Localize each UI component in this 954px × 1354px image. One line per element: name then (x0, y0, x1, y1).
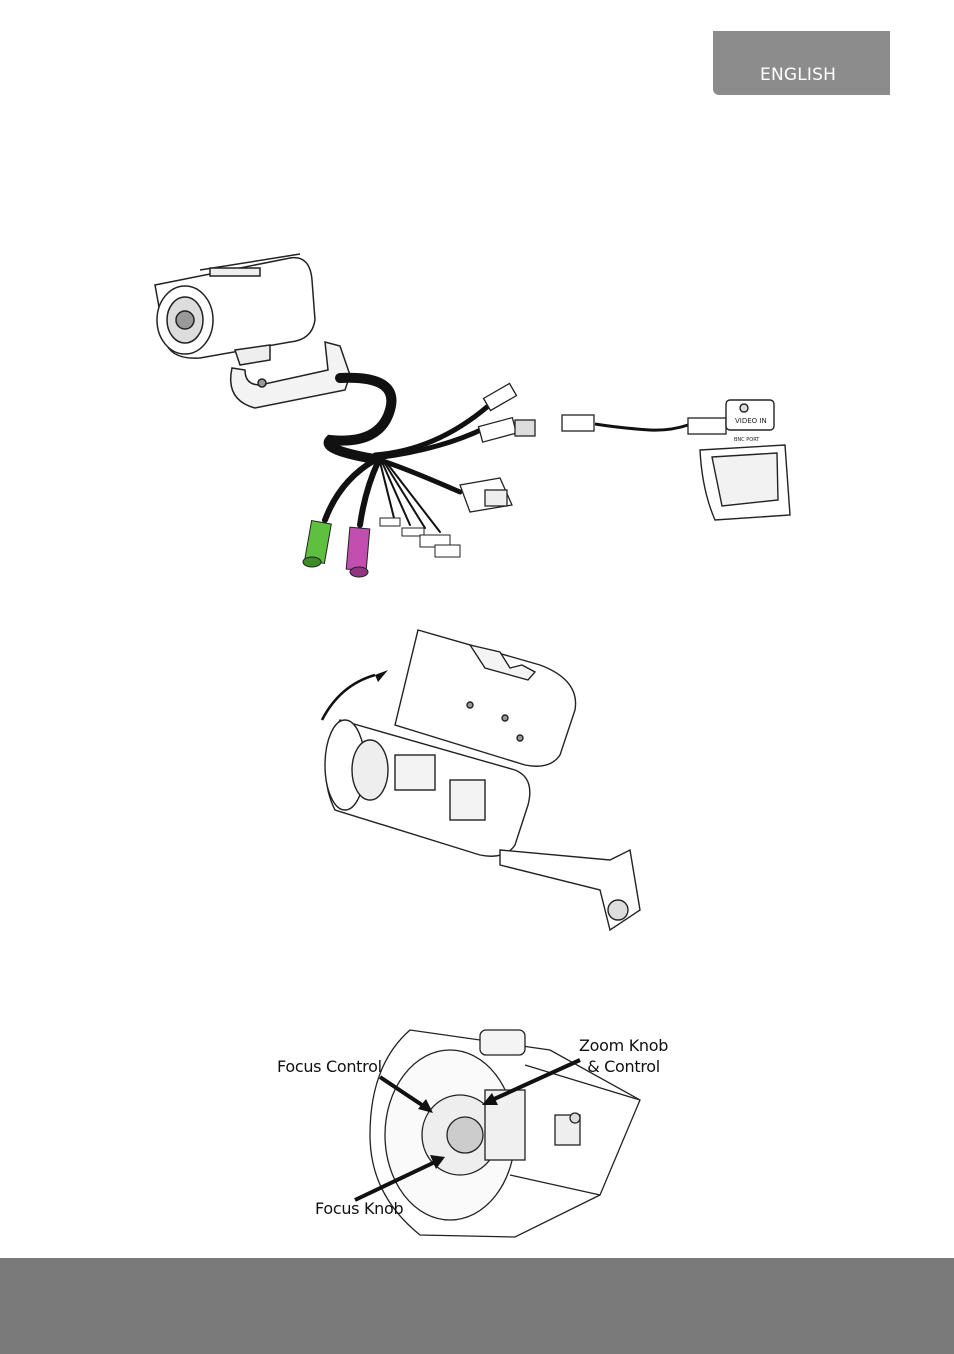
zoom-knob-label-line1: Zoom Knob (579, 1036, 669, 1055)
focus-knob-label: Focus Knob (315, 1199, 404, 1218)
lens-control-diagram (270, 1025, 680, 1240)
rj45-connector-drawing (459, 477, 513, 513)
pink-audio-connector (345, 526, 371, 578)
open-housing-diagram (300, 620, 660, 965)
focus-control-label: Focus Control (277, 1057, 382, 1076)
bnc-connector-drawing (477, 382, 536, 443)
housing-interior-drawing (369, 1029, 641, 1238)
focus-control-arrow (378, 1075, 427, 1109)
focus-knob-arrow (354, 1160, 436, 1202)
zoom-knob-label-line2: & Control (587, 1057, 660, 1076)
green-audio-connector (302, 519, 332, 568)
language-tab: ENGLISH (713, 31, 890, 95)
zoom-knob-arrowhead (482, 1093, 498, 1105)
bnc-extension-cable (561, 414, 727, 435)
focus-knob-arrowhead (430, 1155, 445, 1169)
zoom-knob-arrow (491, 1058, 581, 1102)
housing-body-drawing (324, 719, 641, 932)
footer-bar (0, 1258, 954, 1354)
camera-body-drawing (154, 253, 351, 409)
camera-cable-diagram: VIDEO IN BNC PORT (140, 250, 820, 590)
language-tab-label: ENGLISH (760, 65, 837, 85)
housing-lid-drawing (394, 629, 577, 767)
focus-control-arrowhead (418, 1099, 433, 1113)
video-in-label: VIDEO IN (735, 417, 767, 425)
cable-bundle-drawing (322, 372, 498, 533)
bnc-port-label: BNC PORT (734, 437, 760, 443)
terminal-block-drawing (379, 517, 461, 558)
zoom-knob-label: Zoom Knob & Control (579, 1035, 668, 1077)
monitor-drawing (699, 399, 791, 521)
open-arrow-drawing (320, 673, 376, 721)
